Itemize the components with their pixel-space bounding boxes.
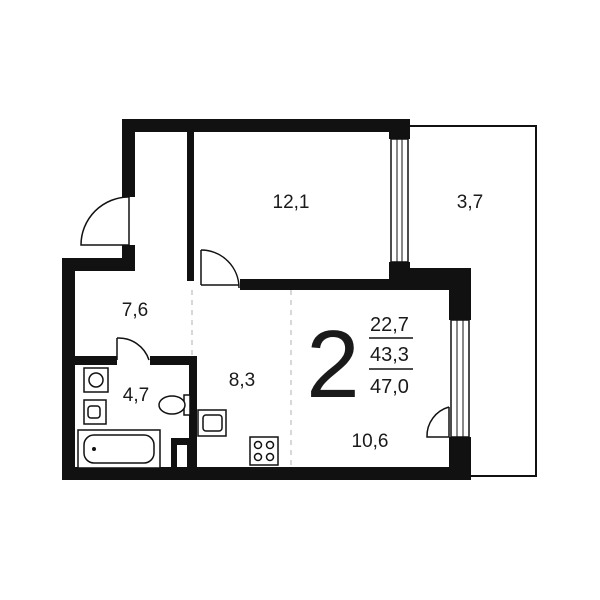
- room-area-bedroom: 12,1: [273, 192, 310, 213]
- door-bedroom: [200, 249, 240, 289]
- usable-area: 43,3: [370, 344, 409, 366]
- rooms-count: 2: [306, 311, 359, 418]
- door-bathroom: [116, 337, 150, 361]
- room-area-living-room: 10,6: [352, 431, 389, 452]
- zone-dividers: [191, 290, 292, 467]
- room-area-hallway: 7,6: [122, 300, 148, 321]
- door-balcony: [426, 406, 450, 438]
- window-bedroom: [390, 138, 409, 263]
- kitchen-sink-icon: [197, 409, 227, 437]
- room-area-kitchen: 8,3: [229, 370, 255, 391]
- door-entrance: [80, 196, 130, 246]
- living-area: 22,7: [370, 314, 409, 336]
- bathroom-fixtures: [77, 367, 191, 469]
- kitchen-fixtures: [197, 409, 279, 466]
- balcony-outline: [408, 125, 537, 477]
- window-living: [450, 319, 470, 438]
- room-area-bathroom: 4,7: [123, 385, 149, 406]
- walls: [62, 119, 471, 480]
- toilet-icon: [158, 394, 191, 416]
- apartment-summary: 2 22,7 43,3 47,0: [306, 311, 413, 418]
- total-area: 47,0: [370, 376, 409, 398]
- stove-icon: [249, 436, 279, 466]
- room-area-balcony: 3,7: [457, 192, 483, 213]
